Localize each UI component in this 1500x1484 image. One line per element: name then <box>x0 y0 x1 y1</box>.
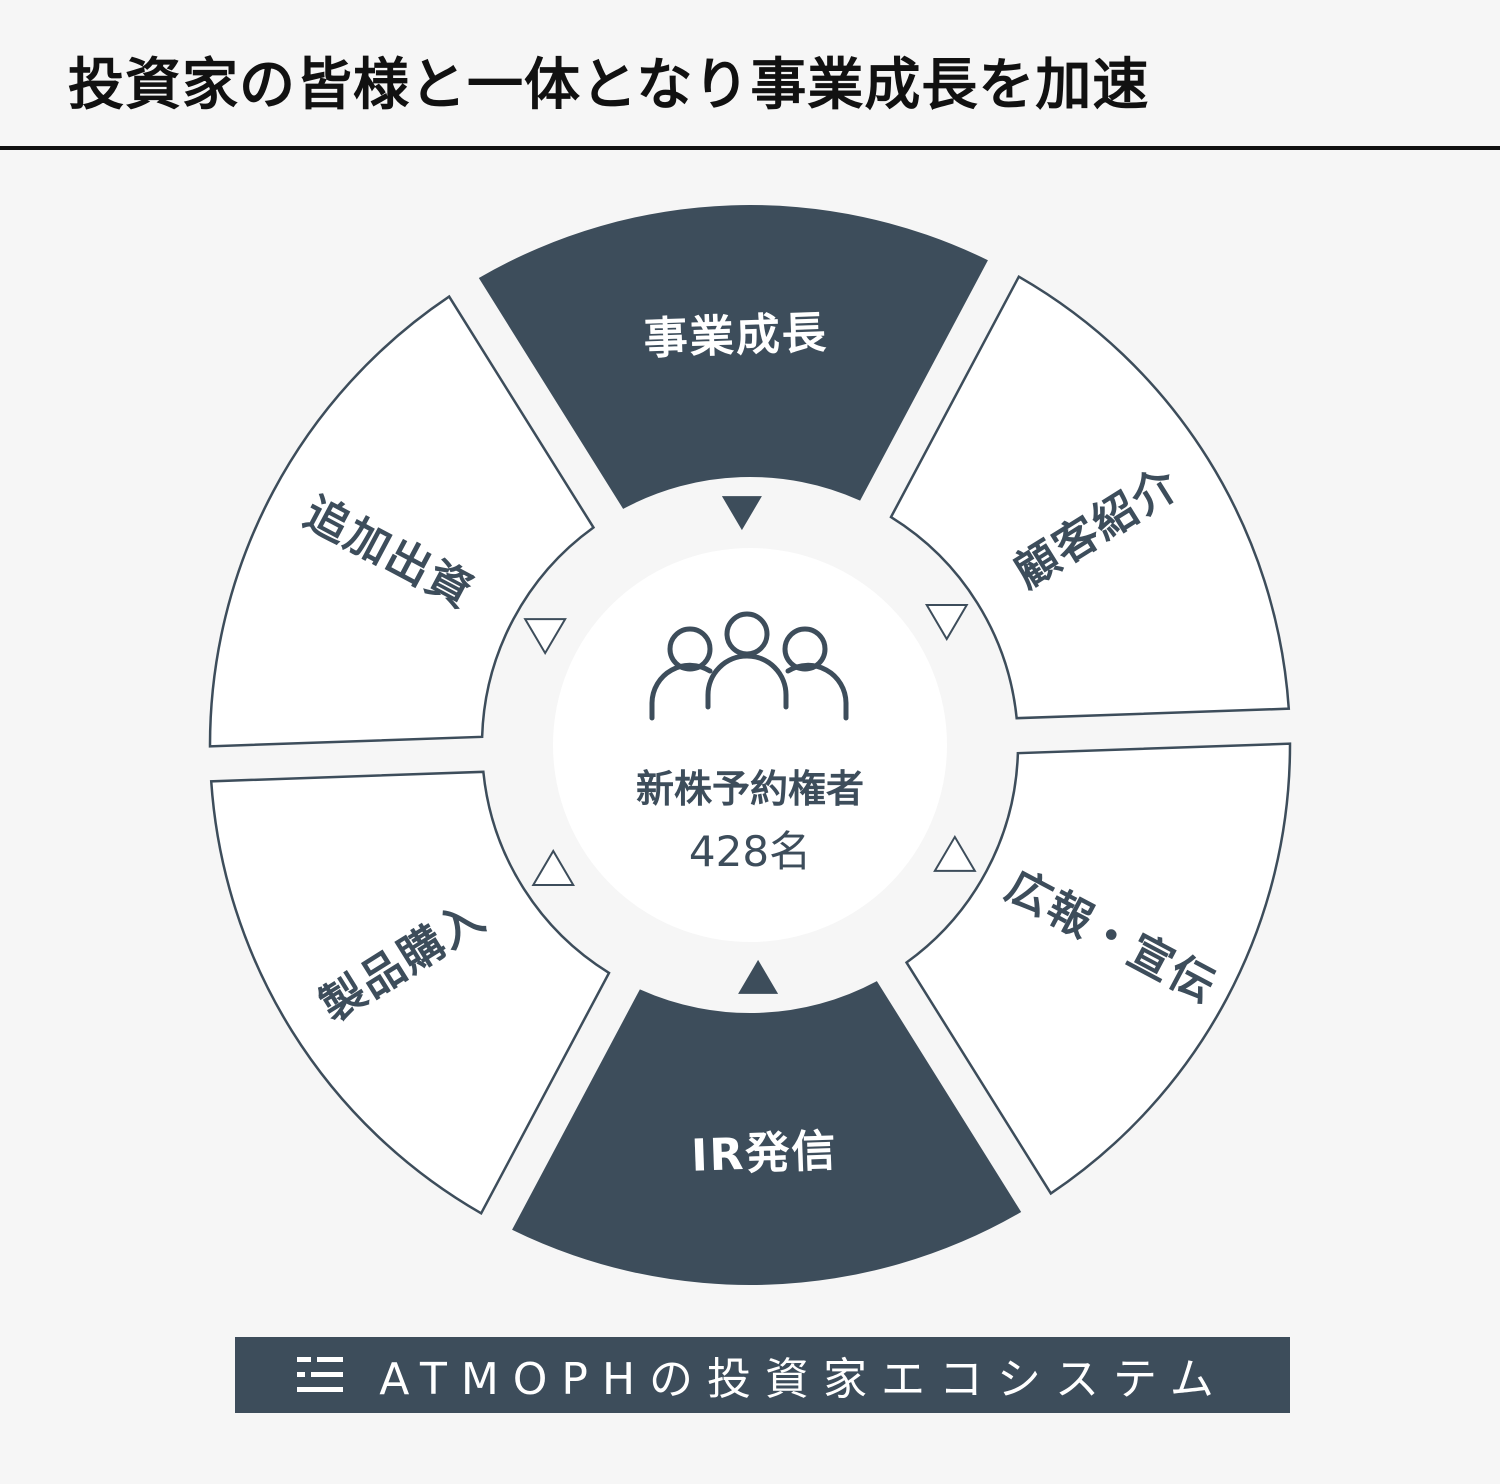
segment-3 <box>904 742 1292 1196</box>
footer-text: ATMOPHの投資家エコシステム <box>379 1354 1228 1405</box>
flow-arrows <box>523 496 977 994</box>
segment-6 <box>208 294 596 748</box>
arrow-down-icon <box>721 496 762 531</box>
center-label: 新株予約権者 <box>635 767 864 811</box>
center-circle <box>553 548 947 942</box>
title-divider <box>0 146 1500 150</box>
segment-4 <box>512 981 1022 1285</box>
segment-2 <box>889 274 1291 720</box>
segment-1 <box>478 204 988 509</box>
segment-label-1: 事業成長 <box>643 308 829 365</box>
arrow-up-icon <box>738 959 779 994</box>
page-title: 投資家の皆様と一体となり事業成長を加速 <box>68 53 1150 118</box>
wheel-segments <box>208 204 1292 1285</box>
center-count: 428名 <box>688 827 812 876</box>
segment-5 <box>209 770 611 1216</box>
arrow-up-icon <box>531 848 576 886</box>
footer-banner: ATMOPHの投資家エコシステム <box>235 1337 1290 1413</box>
arrow-up-icon <box>933 834 977 872</box>
people-group-icon <box>649 611 849 721</box>
segment-label-4: IR発信 <box>690 1126 838 1182</box>
atmoph-logo-icon <box>297 1355 344 1395</box>
arrow-down-icon <box>523 618 567 656</box>
arrow-down-icon <box>924 604 969 642</box>
